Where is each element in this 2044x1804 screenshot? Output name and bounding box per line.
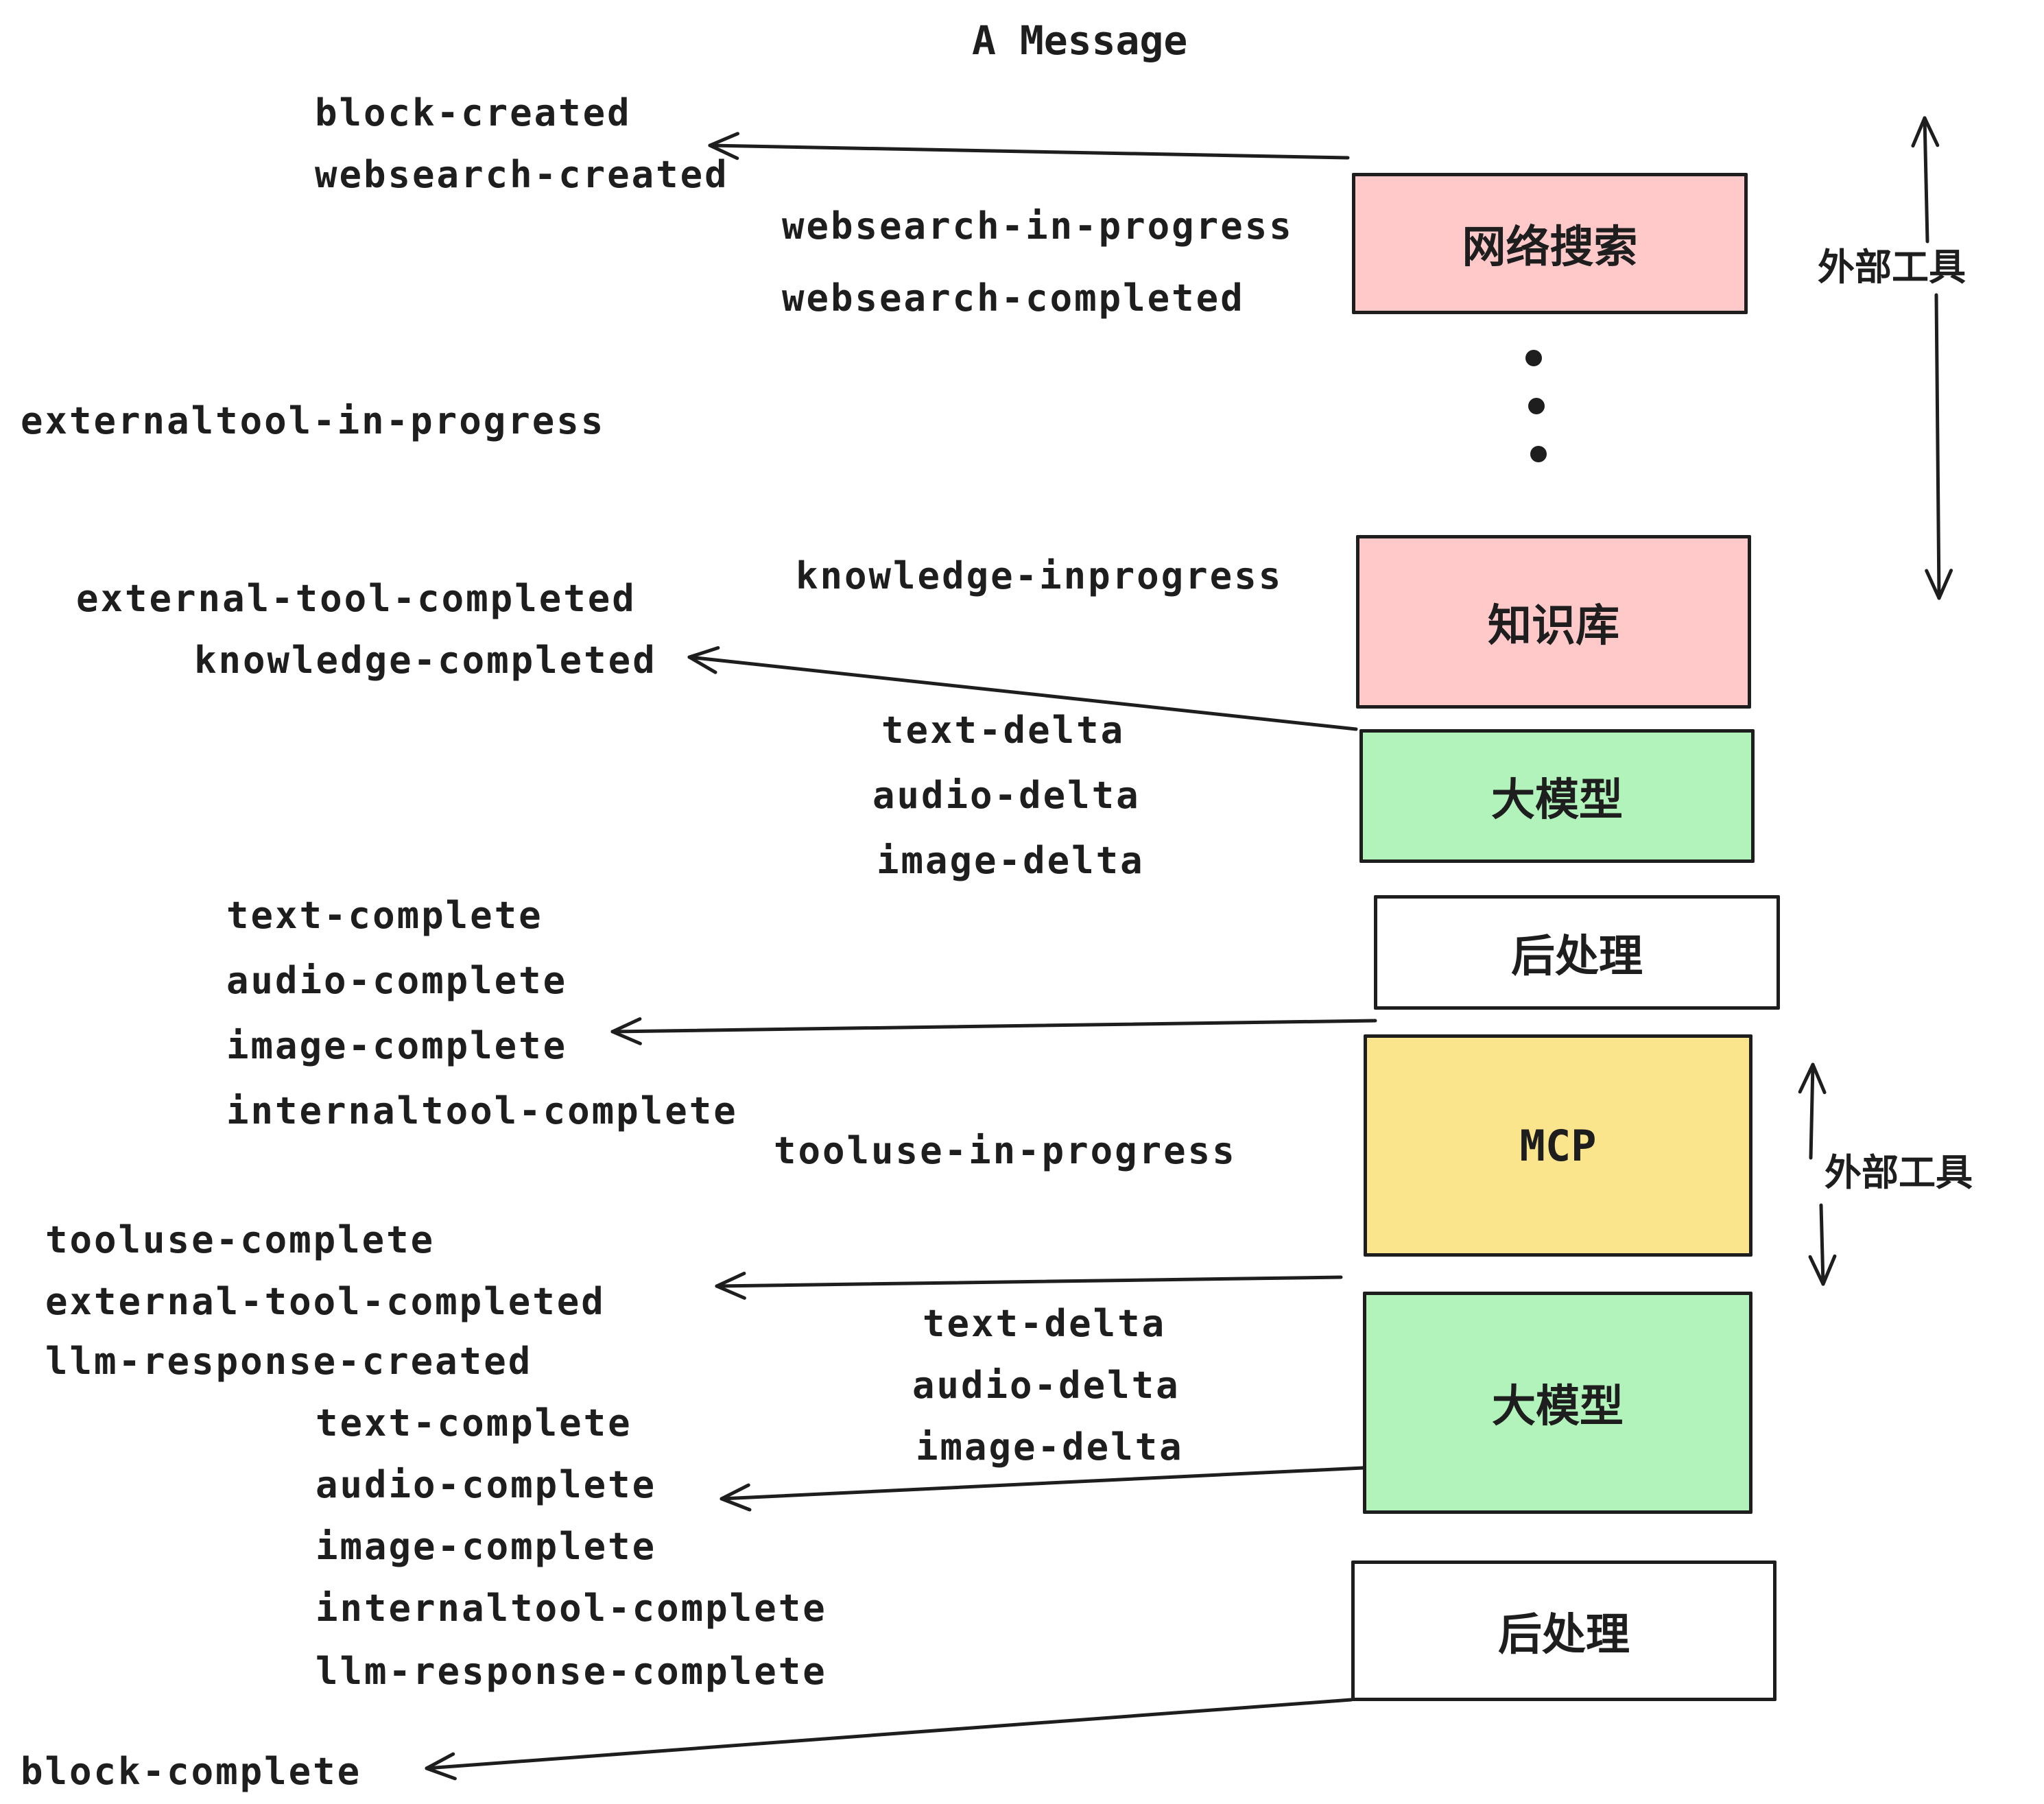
event-label-block-complete: block-complete bbox=[21, 1750, 362, 1793]
ellipsis-dot bbox=[1528, 398, 1545, 414]
diagram-title: A Message bbox=[972, 17, 1188, 64]
event-label-text-complete-2: text-complete bbox=[316, 1401, 632, 1445]
event-label-image-delta: image-delta bbox=[877, 839, 1145, 882]
box-mcp: MCP bbox=[1364, 1034, 1752, 1257]
event-label-internaltool-complete: internaltool-complete bbox=[226, 1089, 738, 1132]
arrow-to-image-complete-head bbox=[610, 1017, 642, 1034]
event-label-text-complete: text-complete bbox=[226, 894, 543, 937]
event-label-websearch-created: websearch-created bbox=[315, 153, 729, 196]
event-label-text-delta-2: text-delta bbox=[923, 1302, 1167, 1345]
external-tools-arrow-down-2-head bbox=[1808, 1255, 1825, 1286]
arrow-to-block-complete-head bbox=[425, 1766, 457, 1781]
event-label-tooluse-in-progress: tooluse-in-progress bbox=[774, 1129, 1237, 1172]
event-label-external-tool-completed: external-tool-completed bbox=[76, 577, 637, 620]
arrow-to-block-complete bbox=[425, 1698, 1353, 1770]
external-tools-arrow-down-1-head bbox=[1937, 569, 1953, 600]
arrow-to-tooluse-complete-head bbox=[715, 1271, 746, 1288]
box-postprocess-2-label: 后处理 bbox=[1498, 1609, 1630, 1659]
event-label-audio-delta-2: audio-delta bbox=[912, 1364, 1180, 1407]
event-label-websearch-in-progress: websearch-in-progress bbox=[782, 204, 1294, 248]
box-knowledge-label: 知识库 bbox=[1488, 600, 1619, 650]
arrow-to-knowledge-completed-head bbox=[687, 655, 717, 674]
arrow-to-block-created bbox=[708, 143, 1350, 160]
event-label-knowledge-completed: knowledge-completed bbox=[194, 639, 657, 682]
box-llm-1: 大模型 bbox=[1359, 729, 1755, 863]
arrow-to-knowledge-completed-head bbox=[687, 645, 720, 659]
ellipsis-dot bbox=[1530, 446, 1547, 462]
box-postprocess-1: 后处理 bbox=[1374, 895, 1780, 1010]
arrow-to-audio-complete-2-head bbox=[720, 1497, 752, 1512]
external-tools-label-top: 外部工具 bbox=[1818, 247, 1966, 288]
arrow-to-block-created-head bbox=[708, 132, 740, 147]
box-knowledge: 知识库 bbox=[1356, 535, 1751, 709]
event-label-websearch-completed: websearch-completed bbox=[782, 276, 1245, 320]
event-label-audio-complete-2: audio-complete bbox=[316, 1463, 657, 1506]
arrow-to-block-created-head bbox=[708, 143, 739, 161]
event-label-external-tool-completed-2: external-tool-completed bbox=[45, 1280, 606, 1323]
arrow-to-tooluse-complete bbox=[715, 1275, 1343, 1288]
event-label-block-created: block-created bbox=[315, 91, 632, 134]
external-tools-arrow-down-1-head bbox=[1925, 569, 1941, 600]
event-label-tooluse-complete: tooluse-complete bbox=[45, 1218, 436, 1261]
external-tools-arrow-up-2 bbox=[1809, 1063, 1815, 1160]
event-label-knowledge-inprogress: knowledge-inprogress bbox=[796, 554, 1283, 597]
event-label-text-delta: text-delta bbox=[881, 709, 1126, 752]
event-label-audio-complete: audio-complete bbox=[226, 959, 568, 1002]
external-tools-arrow-up-2-head bbox=[1811, 1063, 1827, 1095]
arrow-to-block-complete-head bbox=[425, 1752, 455, 1770]
box-websearch-label: 网络搜索 bbox=[1462, 222, 1638, 272]
event-label-image-delta-2: image-delta bbox=[916, 1425, 1184, 1469]
arrow-to-audio-complete-2 bbox=[720, 1466, 1365, 1501]
event-label-internaltool-complete-2: internaltool-complete bbox=[316, 1587, 827, 1630]
arrow-to-tooluse-complete-head bbox=[715, 1284, 746, 1300]
box-postprocess-1-label: 后处理 bbox=[1511, 931, 1643, 981]
box-postprocess-2: 后处理 bbox=[1351, 1560, 1776, 1701]
external-tools-arrow-up-1 bbox=[1923, 116, 1929, 244]
event-label-externaltool-in-progress: externaltool-in-progress bbox=[21, 399, 606, 442]
box-mcp-label: MCP bbox=[1519, 1120, 1597, 1171]
external-tools-label-bottom: 外部工具 bbox=[1825, 1152, 1973, 1194]
event-label-audio-delta: audio-delta bbox=[872, 774, 1141, 817]
box-llm-2: 大模型 bbox=[1363, 1292, 1752, 1514]
external-tools-arrow-up-1-head bbox=[1923, 116, 1940, 147]
arrow-to-knowledge-completed bbox=[687, 655, 1358, 731]
external-tools-arrow-down-1 bbox=[1934, 293, 1941, 600]
box-websearch: 网络搜索 bbox=[1352, 173, 1748, 314]
box-llm-2-label: 大模型 bbox=[1492, 1381, 1624, 1431]
arrow-to-image-complete-head bbox=[610, 1030, 642, 1045]
event-label-llm-response-created: llm-response-created bbox=[45, 1340, 533, 1383]
event-label-llm-response-complete: llm-response-complete bbox=[316, 1650, 827, 1693]
external-tools-arrow-down-2 bbox=[1819, 1203, 1825, 1286]
arrow-to-image-complete bbox=[610, 1019, 1377, 1034]
arrow-to-audio-complete-2-head bbox=[720, 1483, 750, 1501]
ellipsis-dot bbox=[1525, 350, 1542, 366]
external-tools-arrow-up-2-head bbox=[1798, 1063, 1815, 1094]
external-tools-arrow-up-1-head bbox=[1911, 116, 1927, 148]
box-llm-1-label: 大模型 bbox=[1491, 774, 1623, 824]
event-label-image-complete: image-complete bbox=[226, 1024, 568, 1067]
external-tools-arrow-down-2-head bbox=[1821, 1254, 1837, 1286]
event-label-image-complete-2: image-complete bbox=[316, 1525, 657, 1568]
